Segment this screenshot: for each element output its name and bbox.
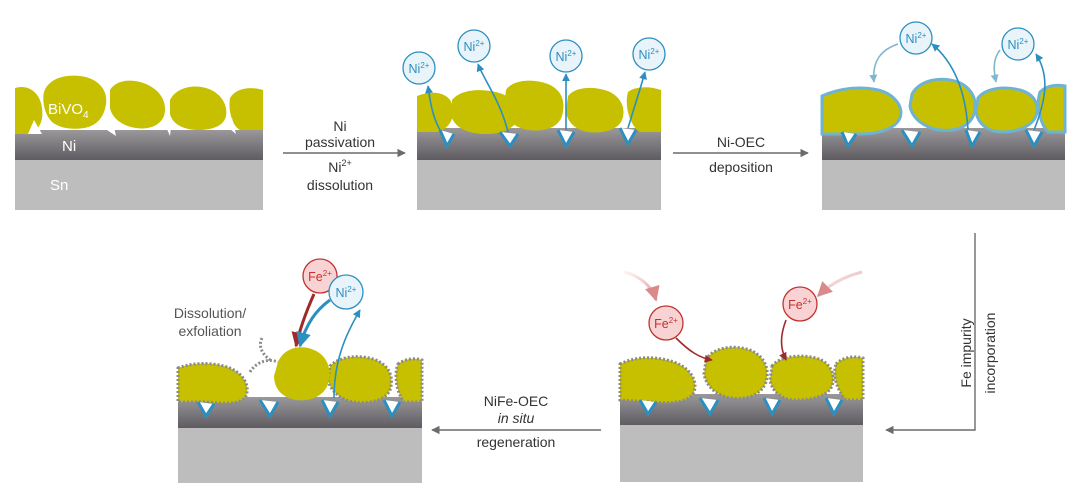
bivo4-grains-coated bbox=[618, 345, 865, 405]
detached-coating bbox=[258, 337, 271, 362]
ni-redeposition-arrows bbox=[869, 43, 1046, 131]
arrow1-line3: Ni2+ bbox=[328, 158, 352, 175]
sn-substrate bbox=[15, 160, 263, 210]
ni-ion: Ni2+ bbox=[632, 37, 666, 71]
fe-ion: Fe2+ bbox=[648, 305, 684, 341]
bivo4-grains bbox=[15, 75, 263, 134]
arrow1-line4: dissolution bbox=[307, 177, 373, 193]
sn-substrate bbox=[417, 160, 661, 210]
ions: Fe2+ Ni2+ bbox=[302, 258, 364, 310]
sn-substrate bbox=[178, 428, 422, 483]
panel-fe-incorporation: Fe2+ Fe2+ bbox=[618, 270, 865, 482]
ni-release-arrows bbox=[425, 63, 647, 133]
panel-initial-electrode: BiVO4 Ni Sn bbox=[15, 75, 263, 210]
ni-ions: Ni2+ Ni2+ bbox=[899, 21, 1035, 61]
annotation-line2: exfoliation bbox=[178, 323, 241, 339]
arrow3-line2: incorporation bbox=[982, 313, 998, 394]
voids bbox=[28, 118, 236, 136]
svg-text:Ni2+: Ni2+ bbox=[906, 31, 927, 46]
arrow-fe-incorporation: Fe impurity incorporation bbox=[885, 233, 998, 435]
panel-nife-oec-regeneration: Fe2+ Ni2+ Dissolution/ exfoliation bbox=[174, 258, 424, 483]
arrow-ni-passivation: Ni passivation Ni2+ dissolution bbox=[283, 118, 406, 193]
svg-text:Fe2+: Fe2+ bbox=[654, 316, 678, 331]
svg-text:Ni2+: Ni2+ bbox=[1008, 37, 1029, 52]
dissolution-pits bbox=[196, 399, 402, 420]
fe-ion: Fe2+ bbox=[302, 258, 338, 294]
dissolution-pits bbox=[840, 129, 1044, 150]
arrow4-line3: regeneration bbox=[477, 434, 556, 450]
svg-text:Ni2+: Ni2+ bbox=[639, 47, 660, 62]
sn-substrate bbox=[620, 425, 863, 482]
arrow2-line2: deposition bbox=[709, 159, 773, 175]
panel-ni-oec-deposited: Ni2+ Ni2+ bbox=[820, 21, 1067, 210]
arrow4-line2: in situ bbox=[498, 410, 535, 426]
bivo4-grains-coated bbox=[820, 77, 1067, 136]
ni-layer bbox=[417, 128, 661, 160]
ni-ion: Ni2+ bbox=[899, 21, 933, 55]
arrow3-line1: Fe impurity bbox=[958, 318, 974, 387]
fe-ions: Fe2+ Fe2+ bbox=[648, 286, 818, 341]
sn-label: Sn bbox=[50, 177, 68, 194]
fe-ion: Fe2+ bbox=[782, 286, 818, 322]
ni-layer bbox=[15, 130, 263, 160]
sn-substrate bbox=[822, 160, 1065, 210]
svg-text:Ni2+: Ni2+ bbox=[409, 61, 430, 76]
exfoliating-grain bbox=[274, 347, 330, 401]
fe-incoming-arrows bbox=[623, 270, 863, 363]
ni-label: Ni bbox=[62, 138, 76, 155]
dissolution-pits bbox=[638, 397, 844, 418]
ni-ion: Ni2+ bbox=[402, 51, 436, 85]
arrow2-line1: Ni-OEC bbox=[717, 134, 765, 150]
annotation-line1: Dissolution/ bbox=[174, 305, 246, 321]
panel-ni-dissolution: Ni2+ Ni2+ Ni2+ Ni2+ bbox=[402, 29, 666, 210]
arrow-nife-oec-regeneration: NiFe-OEC in situ regeneration bbox=[431, 393, 601, 450]
bivo4-grains-coated bbox=[176, 355, 424, 405]
svg-text:Fe2+: Fe2+ bbox=[308, 269, 332, 284]
arrow1-line2: passivation bbox=[305, 134, 375, 150]
arrow4-line1: NiFe-OEC bbox=[484, 393, 549, 409]
ni-ions: Ni2+ Ni2+ Ni2+ Ni2+ bbox=[402, 29, 666, 85]
bivo4-label: BiVO4 bbox=[48, 101, 89, 121]
ni-ion: Ni2+ bbox=[457, 29, 491, 63]
arrow1-line1: Ni bbox=[333, 118, 346, 134]
svg-text:Ni2+: Ni2+ bbox=[336, 285, 357, 300]
ni-ion: Ni2+ bbox=[1001, 27, 1035, 61]
ni-ion: Ni2+ bbox=[328, 274, 364, 310]
ni-ion: Ni2+ bbox=[549, 39, 583, 73]
svg-text:Fe2+: Fe2+ bbox=[788, 297, 812, 312]
regeneration-arrows bbox=[291, 293, 361, 399]
arrow-ni-oec-deposition: Ni-OEC deposition bbox=[673, 134, 809, 175]
svg-text:Ni2+: Ni2+ bbox=[556, 49, 577, 64]
dissolution-pits bbox=[438, 127, 638, 150]
svg-text:Ni2+: Ni2+ bbox=[464, 39, 485, 54]
exfoliating-coating bbox=[248, 358, 279, 373]
bivo4-grains bbox=[417, 80, 661, 134]
